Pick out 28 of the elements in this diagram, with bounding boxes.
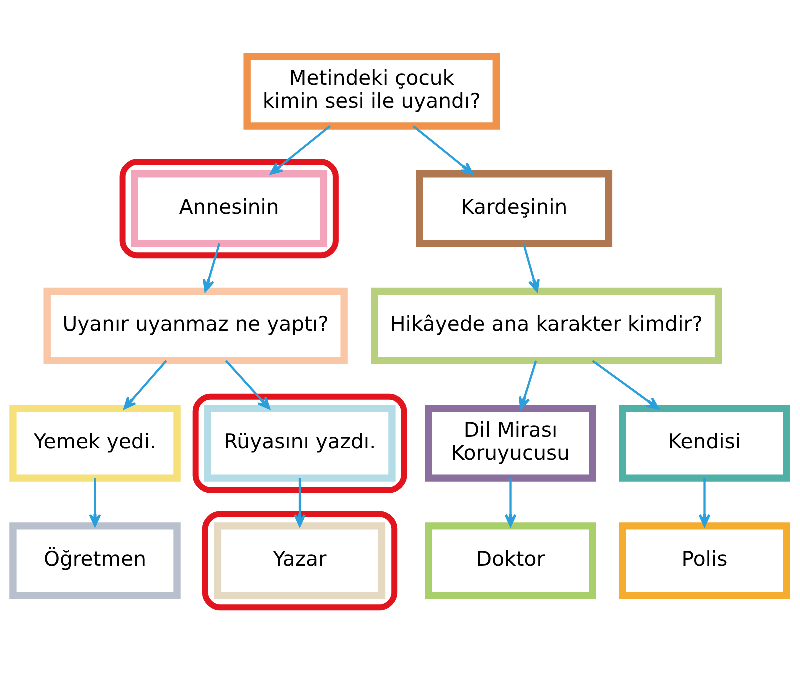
arrow — [202, 243, 221, 292]
arrow — [225, 360, 270, 410]
node-box: Annesinin — [131, 170, 328, 248]
cluster — [192, 394, 408, 494]
node-box: Polis — [619, 522, 790, 600]
node-box: Yemek yedi. — [10, 405, 181, 482]
arrow — [698, 478, 711, 527]
node-box: Dil Mirası Koruyucusu — [425, 405, 596, 482]
arrow — [518, 360, 538, 410]
node-box: Doktor — [425, 522, 596, 600]
node-box: Kendisi — [619, 405, 790, 482]
arrow — [294, 478, 306, 527]
node-box: Yazar — [214, 522, 386, 600]
arrow — [124, 360, 168, 410]
arrow — [592, 360, 660, 410]
arrow — [522, 243, 540, 292]
node-box: Uyanır uyanmaz ne yaptı? — [44, 288, 348, 365]
arrow — [504, 478, 517, 527]
node-box: Öğretmen — [10, 522, 181, 600]
arrow — [412, 125, 474, 175]
node-box: Metindeki çocuk kimin sesi ile uyandı? — [244, 53, 500, 130]
node-box: Hikâyede ana karakter kimdir? — [371, 288, 722, 365]
node-box: Kardeşinin — [416, 170, 613, 248]
cluster — [120, 159, 339, 259]
arrow — [270, 125, 331, 175]
node-box: Rüyasını yazdı. — [204, 405, 396, 482]
cluster — [202, 511, 398, 611]
arrow — [89, 478, 102, 527]
